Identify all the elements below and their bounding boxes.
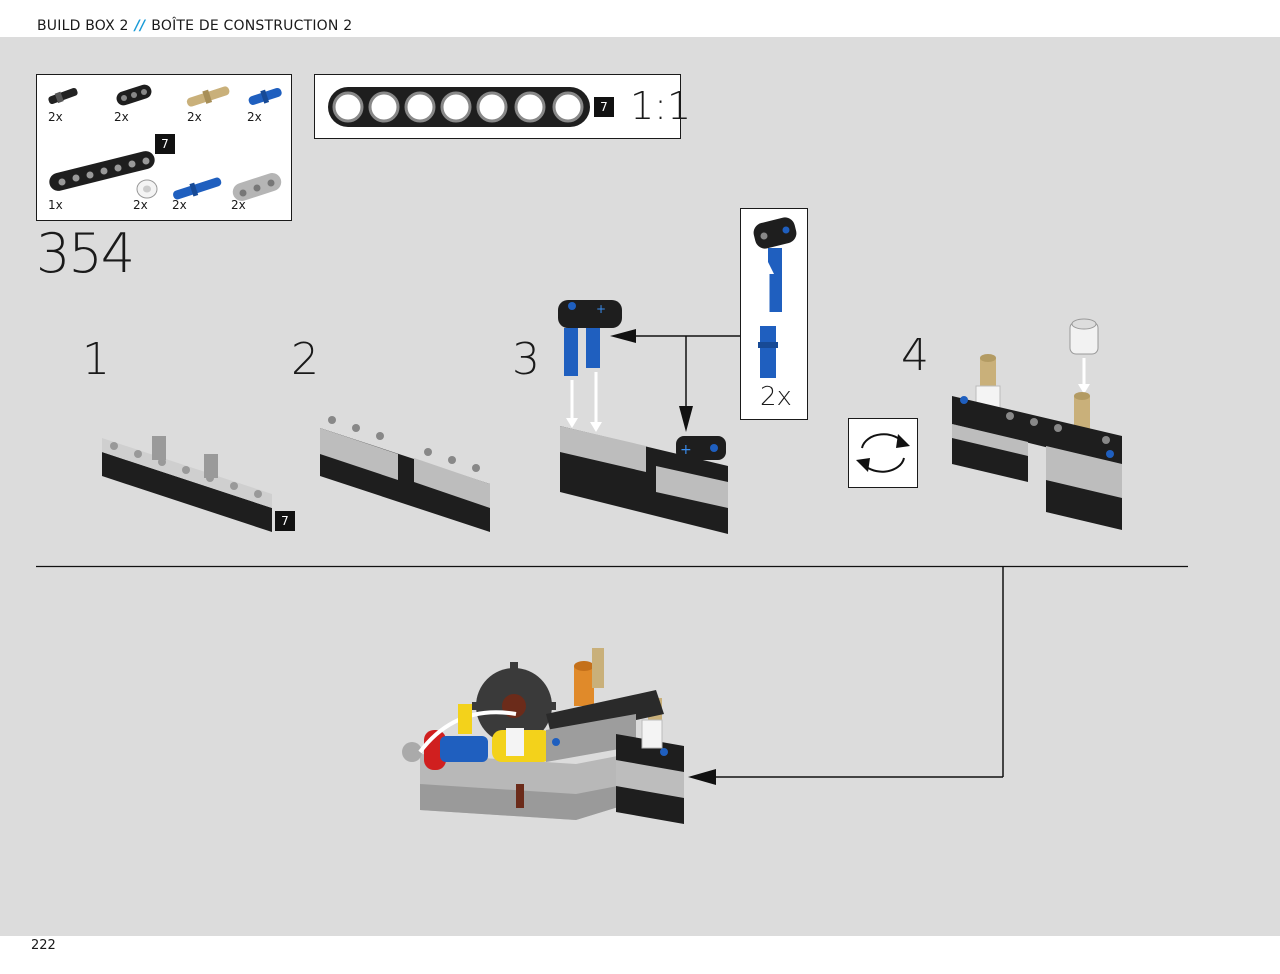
header-title-fr: BOÎTE DE CONSTRUCTION 2 xyxy=(151,18,353,34)
rotate-icon xyxy=(856,433,910,473)
svg-text:+: + xyxy=(680,442,692,458)
header-title-en: BUILD BOX 2 xyxy=(37,18,129,34)
substep-label-4: 4 xyxy=(901,330,929,381)
part-black-axle-pin-icon xyxy=(48,87,78,105)
callout-count: 2x xyxy=(760,382,792,412)
page-number: 222 xyxy=(31,938,56,953)
header-separator: // xyxy=(134,18,146,34)
parts-list-illustrations xyxy=(48,84,282,201)
substep-3-assembly-illustration: + + xyxy=(558,300,728,534)
part-white-bush-icon xyxy=(136,179,158,199)
part-black-beam-7-icon xyxy=(49,151,155,191)
page-footer xyxy=(0,936,1280,974)
scale-beam-illustration xyxy=(328,87,590,127)
part-blue-pin-icon xyxy=(248,87,282,105)
scale-beam-length-badge: 7 xyxy=(594,97,614,117)
substep-label-2: 2 xyxy=(291,334,319,385)
substep-2-beams-illustration xyxy=(320,416,490,532)
parts-list-beam-length-badge: 7 xyxy=(155,134,175,154)
rotate-model-box xyxy=(848,418,918,488)
main-model-illustration xyxy=(402,648,684,824)
part-qty-8: 2x xyxy=(231,198,246,212)
part-qty-2: 2x xyxy=(114,110,129,124)
scale-ratio: 1:1 xyxy=(630,84,692,128)
divider-and-placement-arrow xyxy=(36,565,1188,785)
part-tan-axle-pin-icon xyxy=(186,86,230,107)
header-title: BUILD BOX 2 // BOÎTE DE CONSTRUCTION 2 xyxy=(37,18,352,34)
part-grey-beam-3-icon xyxy=(232,173,282,201)
substep-label-1: 1 xyxy=(82,334,110,385)
substep-4-assembly-illustration xyxy=(952,318,1122,530)
svg-text:+: + xyxy=(596,302,606,316)
part-qty-7: 2x xyxy=(172,198,187,212)
part-qty-6: 2x xyxy=(133,198,148,212)
substep-1-beam-length-badge: 7 xyxy=(275,511,295,531)
part-black-beam-3-icon xyxy=(116,84,152,106)
callout-illustration xyxy=(753,217,797,378)
part-qty-4: 2x xyxy=(247,110,262,124)
part-qty-1: 2x xyxy=(48,110,63,124)
substep-label-3: 3 xyxy=(512,334,540,385)
page-header: BUILD BOX 2 // BOÎTE DE CONSTRUCTION 2 xyxy=(0,0,1280,37)
part-qty-5: 1x xyxy=(48,198,63,212)
callout-arrows xyxy=(610,329,740,432)
step-number: 354 xyxy=(36,222,135,285)
substep-1-beam-illustration xyxy=(102,436,272,532)
part-blue-pin-long-icon xyxy=(173,177,222,200)
part-qty-3: 2x xyxy=(187,110,202,124)
